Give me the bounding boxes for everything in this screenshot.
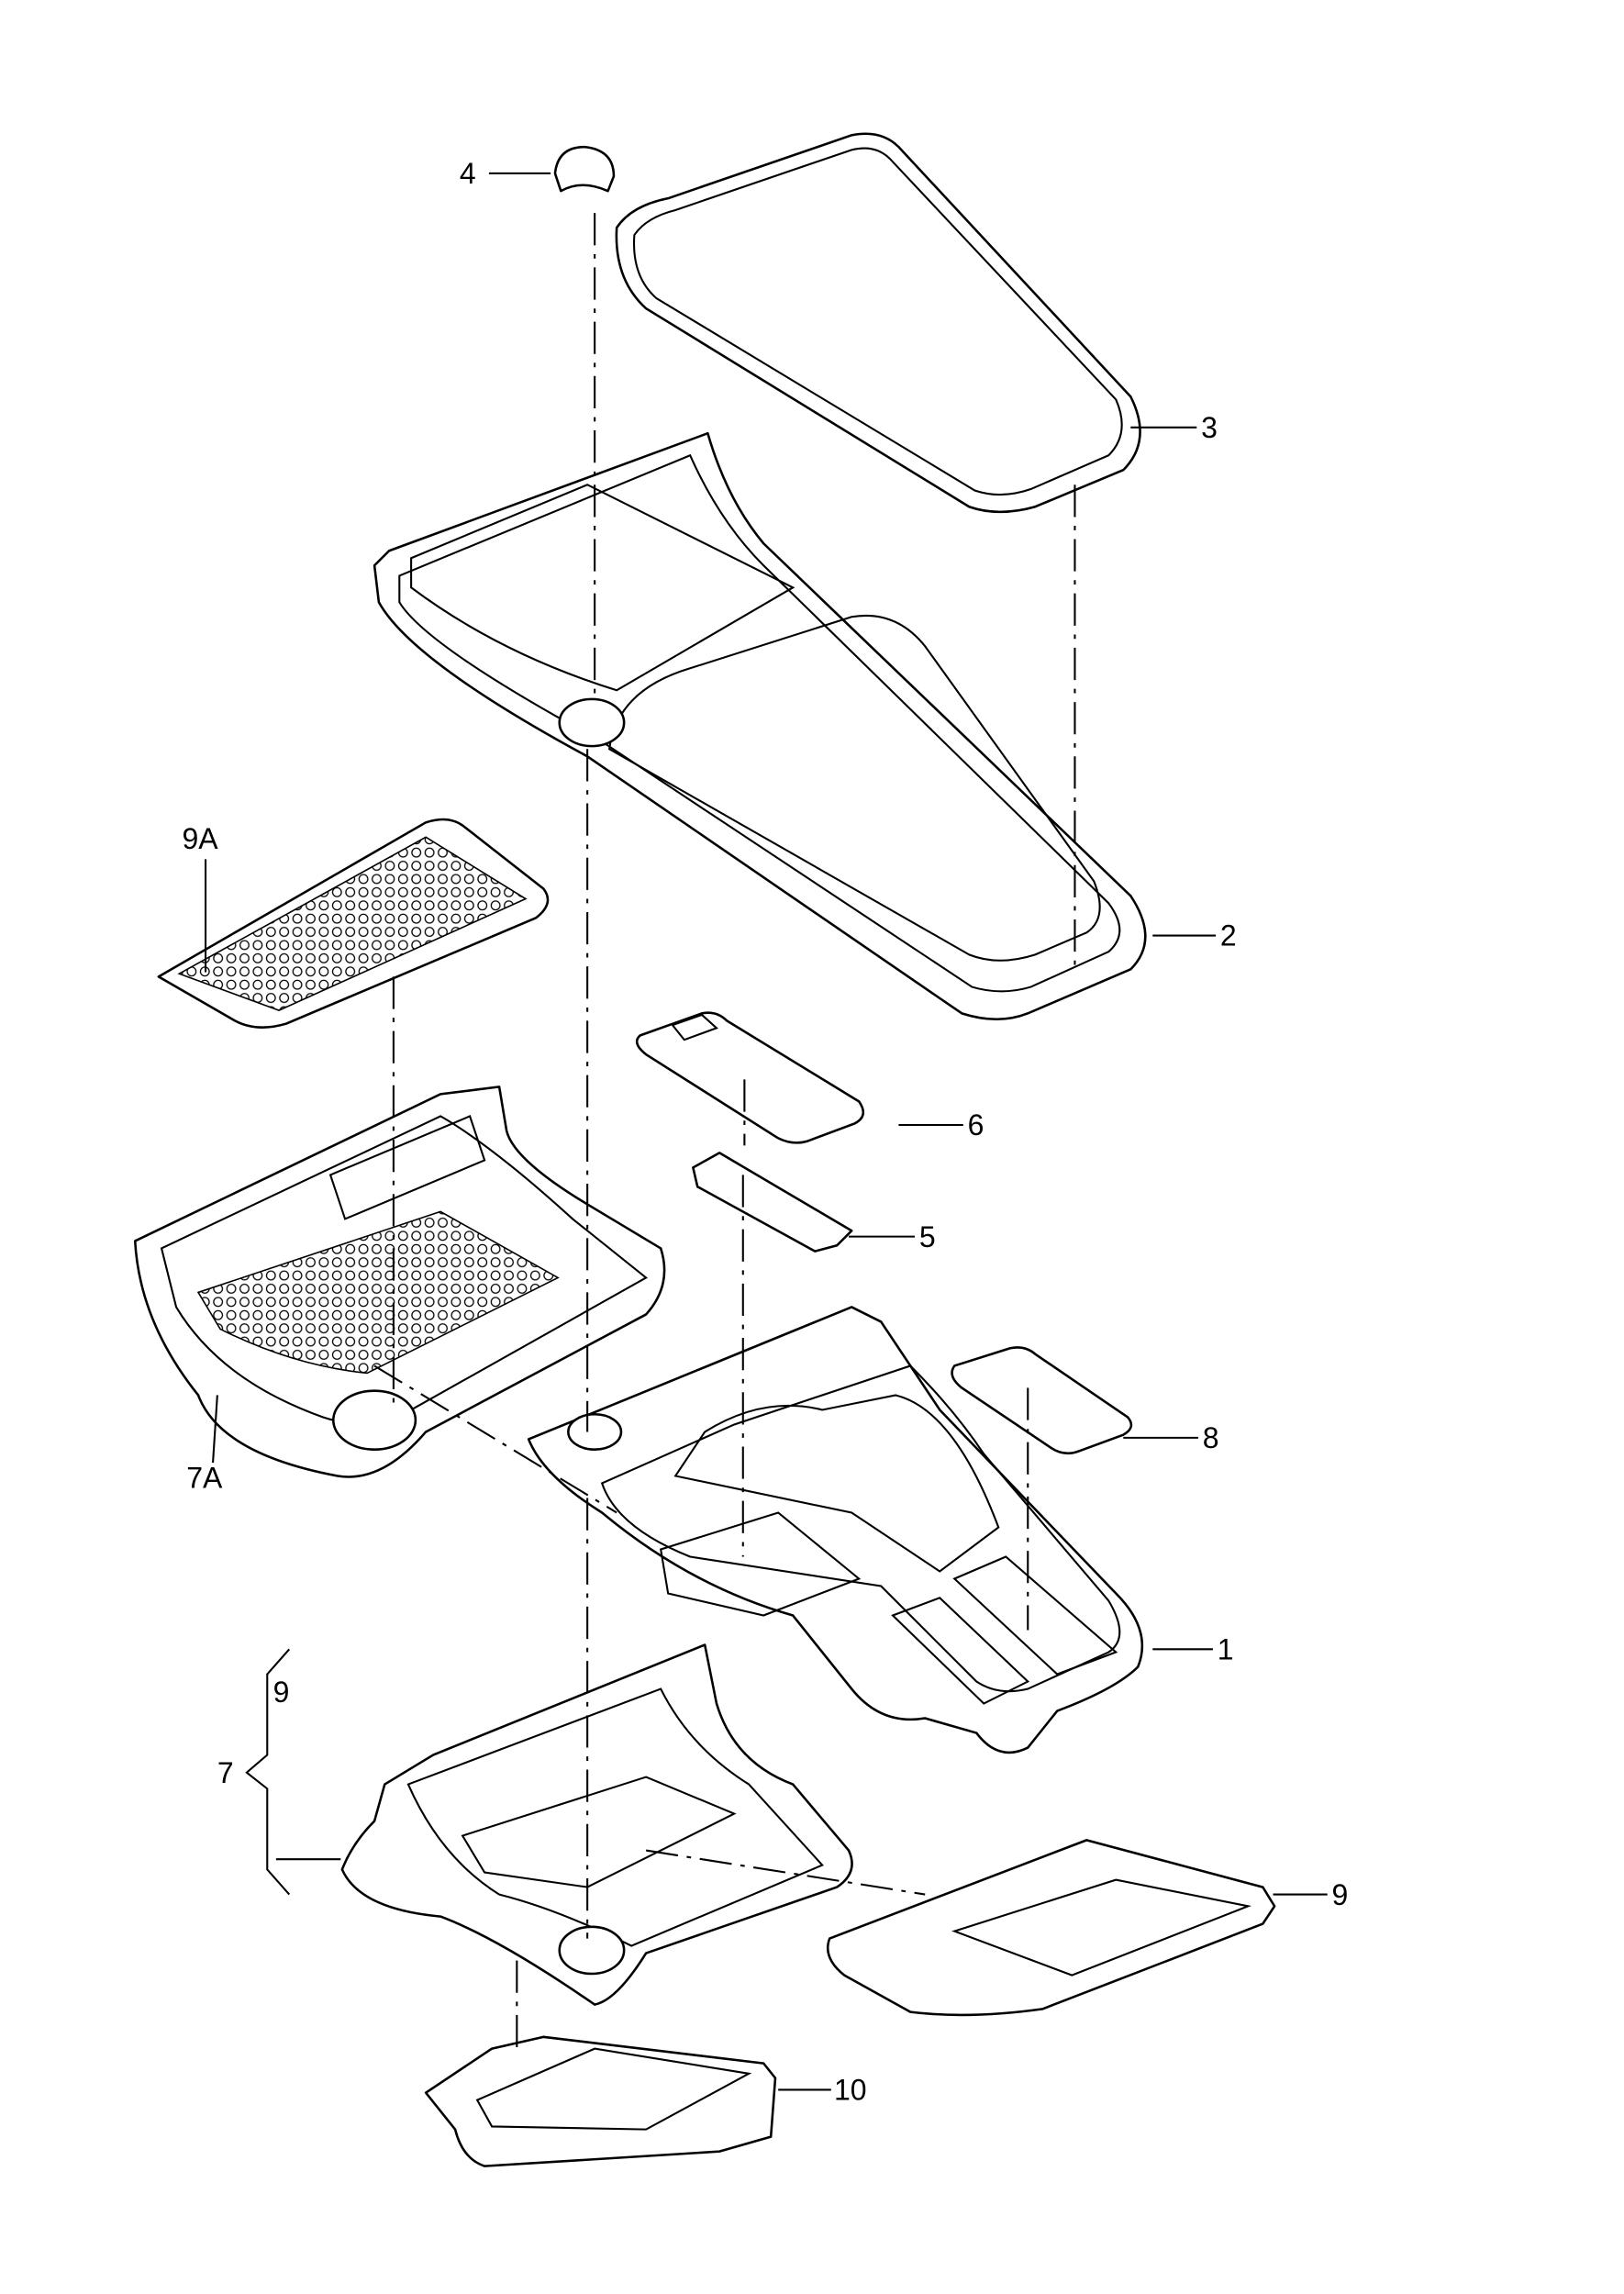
callout-8: 8 [1203, 1421, 1219, 1454]
part-7-lower-trim [340, 1643, 853, 2006]
assembly-lines [373, 213, 1076, 2049]
callout-7a: 7A [186, 1461, 223, 1494]
callout-7: 7 [217, 1756, 234, 1789]
part-9a-mat [157, 818, 550, 1029]
callout-9-bracket: 9 [273, 1676, 290, 1709]
part-3-frame [615, 132, 1141, 514]
callout-9: 9 [1332, 1878, 1349, 1911]
callout-5: 5 [919, 1220, 936, 1253]
callout-9a: 9A [182, 822, 218, 855]
part-4-ring [553, 145, 616, 193]
part-2-trim [373, 431, 1147, 1020]
part-6-plate [635, 1011, 865, 1144]
callout-6: 6 [968, 1108, 984, 1141]
part-7a-storage [133, 1086, 666, 1478]
callout-10: 10 [834, 2074, 867, 2107]
callout-2: 2 [1220, 919, 1237, 952]
part-5-plate [692, 1152, 853, 1253]
callout-4: 4 [460, 157, 476, 190]
part-10-box [424, 2035, 777, 2167]
leader-lines [205, 172, 1328, 2091]
part-9-tray [826, 1839, 1276, 2017]
callout-1: 1 [1218, 1633, 1234, 1666]
part-1-console [527, 1306, 1144, 1754]
callout-3: 3 [1201, 411, 1218, 444]
part-8-insert [951, 1346, 1133, 1455]
